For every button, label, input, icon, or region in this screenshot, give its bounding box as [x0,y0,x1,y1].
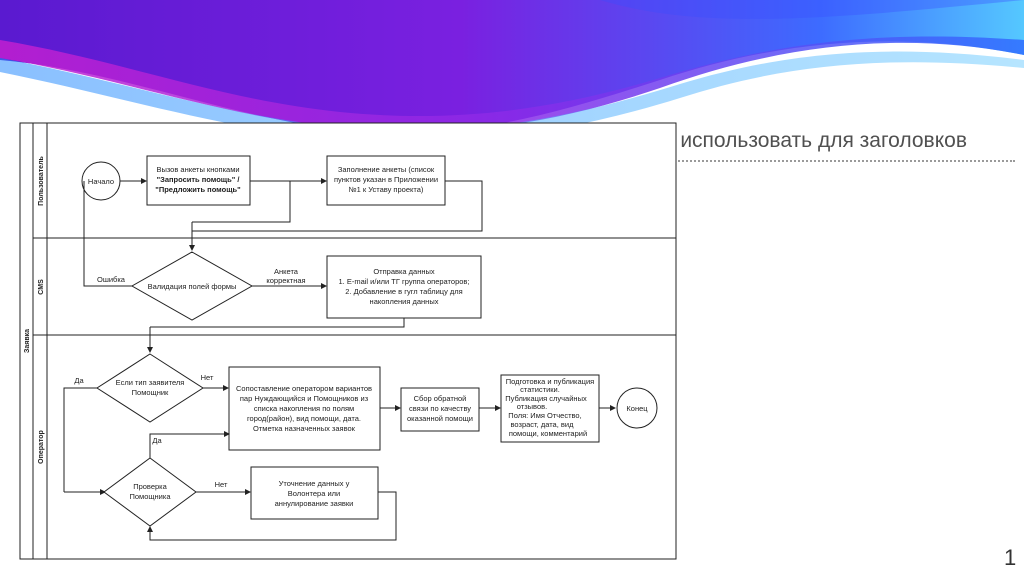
send-data-box [326,255,482,319]
feedback-box [400,387,480,432]
svg-text:Анкета: Анкета [274,267,299,276]
svg-text:накопления данных: накопления данных [370,297,439,306]
svg-text:Вызов анкеты кнопками: Вызов анкеты кнопками [156,165,239,174]
end-node [616,387,658,429]
yes-label-2: Да [152,436,162,445]
svg-text:пунктов указан в Приложении: пунктов указан в Приложении [334,175,438,184]
call-form-box [146,155,251,206]
lane-label-cms: CMS [38,279,45,295]
svg-text:Проверка: Проверка [133,482,167,491]
svg-text:2. Добавление в гугл таблицу д: 2. Добавление в гугл таблицу для [345,287,463,296]
title-divider [611,160,1015,162]
svg-text:Помощника: Помощника [129,492,171,501]
svg-text:оказанной помощи: оказанной помощи [407,414,473,423]
fill-form-box [326,155,446,206]
svg-text:возраст, дата, вид: возраст, дата, вид [511,420,575,429]
svg-text:1. E-mail и/или ТГ группа опер: 1. E-mail и/или ТГ группа операторов; [339,277,470,286]
end-label: Конец [626,404,648,413]
svg-text:город(район), вид помощи, дата: город(район), вид помощи, дата. [247,414,361,423]
yes-label-1: Да [74,376,84,385]
svg-text:Если тип заявителя: Если тип заявителя [116,378,185,387]
svg-text:пар Нуждающийся и Помощников и: пар Нуждающийся и Помощников из [240,394,369,403]
slide-title: Можно использовать для заголовков [608,129,967,152]
no-label-2: Нет [215,480,228,489]
svg-text:"Предложить помощь": "Предложить помощь" [155,185,241,194]
svg-text:Сбор обратной: Сбор обратной [414,394,467,403]
svg-text:Подготовка и публикация: Подготовка и публикация [506,377,594,386]
svg-text:списка накопления по полям: списка накопления по полям [254,404,354,413]
svg-text:Отметка назначенных заявок: Отметка назначенных заявок [253,424,356,433]
start-label: Начало [88,177,114,186]
match-box [228,366,381,451]
svg-text:Поля: Имя Отчество,: Поля: Имя Отчество, [508,411,581,420]
error-label: Ошибка [97,275,126,284]
svg-text:помощи, комментарий: помощи, комментарий [509,429,587,438]
svg-text:Публикация случайных: Публикация случайных [505,394,587,403]
lane-label-operator: Оператор [38,430,45,464]
decorative-banner [0,0,1024,143]
svg-text:№1 к Уставу проекта): №1 к Уставу проекта) [349,185,424,194]
svg-text:Валидация полей формы: Валидация полей формы [148,282,237,291]
svg-text:Помощник: Помощник [132,388,169,397]
svg-text:аннулирование заявки: аннулирование заявки [275,499,354,508]
svg-text:отзывов.: отзывов. [517,402,547,411]
svg-text:Волонтера или: Волонтера или [288,489,341,498]
no-label-1: Нет [201,373,214,382]
svg-text:Отправка данных: Отправка данных [373,267,435,276]
publish-box [500,374,600,443]
svg-text:Уточнение данных у: Уточнение данных у [279,479,350,488]
clarify-box [250,466,379,520]
pool-label: Заявка [24,329,31,353]
page-number: 1 [1004,545,1017,570]
validate-decision [130,251,254,321]
svg-text:корректная: корректная [266,276,305,285]
svg-text:связи по качеству: связи по качеству [409,404,471,413]
svg-text:Сопоставление оператором вариа: Сопоставление оператором вариантов [236,384,372,393]
svg-text:"Запросить помощь" /: "Запросить помощь" / [157,175,241,184]
svg-text:Заполнение анкеты (список: Заполнение анкеты (список [338,165,435,174]
applicant-type-decision [96,353,204,423]
lane-label-user: Пользователь [38,155,45,205]
svg-text:статистики.: статистики. [520,385,560,394]
